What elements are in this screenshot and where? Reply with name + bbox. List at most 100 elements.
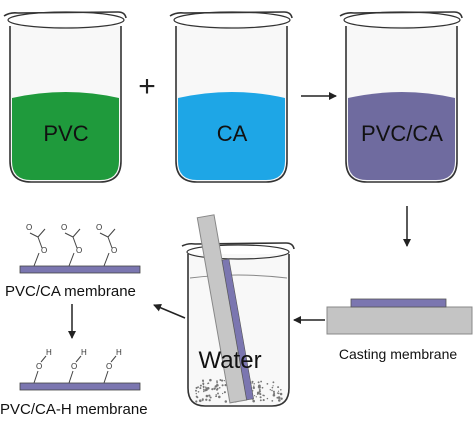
particle: [202, 399, 204, 402]
immersed-film: [221, 258, 254, 401]
particle: [266, 397, 269, 400]
svg-text:H: H: [116, 348, 122, 357]
beaker-pvc: PVC: [3, 11, 127, 183]
pvc-ca-h-membrane: O H O H O H: [19, 348, 141, 391]
particle: [195, 392, 197, 395]
svg-text:O: O: [61, 223, 67, 232]
particle: [280, 393, 282, 396]
particle: [272, 393, 276, 397]
particle: [269, 389, 271, 391]
beaker-ca-label: CA: [217, 121, 248, 146]
particle: [217, 392, 219, 395]
plus-sign: +: [138, 70, 156, 103]
particle: [259, 399, 262, 402]
particle: [204, 389, 207, 392]
particle: [195, 400, 198, 403]
casting-label: Casting membrane: [339, 346, 457, 362]
particle: [221, 384, 224, 387]
pvc-ca-h-membrane-label: PVC/CA-H membrane: [0, 401, 148, 418]
particle: [258, 388, 261, 392]
particle: [272, 381, 275, 384]
particle: [280, 389, 282, 391]
particle: [214, 385, 217, 388]
particle: [271, 389, 273, 392]
particle: [209, 378, 212, 382]
particle: [195, 386, 198, 389]
particle: [199, 387, 202, 390]
particle: [214, 387, 216, 390]
particle: [266, 383, 269, 385]
svg-text:H: H: [46, 348, 52, 357]
particle: [221, 379, 224, 382]
particle: [215, 383, 219, 387]
particle: [252, 386, 255, 390]
particle: [215, 395, 217, 398]
particle: [262, 399, 265, 402]
pvc-ca-h-membrane-bar: [19, 382, 141, 391]
particle: [271, 386, 274, 389]
particle: [202, 380, 204, 383]
particle: [251, 380, 254, 383]
particle: [280, 397, 283, 400]
beaker-ca: CA: [169, 11, 293, 183]
beaker-pvc-ca-label: PVC/CA: [361, 121, 443, 146]
particle: [259, 393, 262, 396]
acetate-groups: O O O O O O: [26, 223, 117, 267]
particle: [208, 399, 211, 402]
particle: [272, 390, 275, 393]
casting-assembly: [326, 298, 473, 335]
particle: [257, 386, 259, 388]
beaker-ca-liquid: [178, 92, 285, 180]
particle: [259, 396, 262, 399]
particle: [273, 392, 276, 395]
hydroxyl-groups: O H O H O H: [33, 348, 122, 384]
particle: [253, 385, 255, 387]
particle: [223, 379, 226, 382]
particle: [197, 386, 199, 388]
svg-text:O: O: [96, 223, 102, 232]
particle: [205, 394, 209, 398]
glass-plate: [326, 306, 473, 335]
particle: [278, 399, 281, 402]
svg-text:O: O: [111, 246, 117, 255]
svg-text:O: O: [106, 362, 112, 371]
particle: [211, 388, 214, 391]
svg-text:O: O: [71, 362, 77, 371]
particle: [205, 398, 208, 401]
particle: [218, 386, 221, 389]
particle: [197, 390, 200, 393]
particle: [271, 399, 274, 402]
particle: [253, 394, 256, 397]
particle: [203, 390, 205, 393]
particle: [202, 383, 205, 386]
particle: [209, 396, 212, 399]
cast-film: [350, 298, 447, 308]
particle: [216, 381, 218, 384]
beaker-pvc-label: PVC: [43, 121, 88, 146]
beaker-pvc-liquid: [12, 92, 119, 180]
svg-text:O: O: [26, 223, 32, 232]
particle: [258, 390, 261, 393]
particle: [206, 386, 210, 390]
particle: [253, 382, 255, 385]
pvc-ca-membrane-bar: [19, 265, 141, 274]
svg-text:O: O: [76, 246, 82, 255]
particle: [272, 385, 274, 387]
particle: [215, 394, 217, 396]
particle: [199, 384, 202, 387]
particle: [221, 392, 224, 395]
particle: [216, 387, 219, 390]
particle: [207, 382, 210, 385]
particle: [261, 386, 264, 389]
particle: [218, 395, 221, 399]
particle: [251, 382, 253, 384]
particle: [260, 380, 263, 383]
particle: [252, 399, 255, 403]
water-bath: Water: [181, 214, 295, 407]
particle: [208, 394, 211, 397]
particle: [202, 385, 205, 388]
particle: [205, 386, 207, 388]
particle: [223, 391, 226, 394]
particle: [276, 392, 279, 394]
